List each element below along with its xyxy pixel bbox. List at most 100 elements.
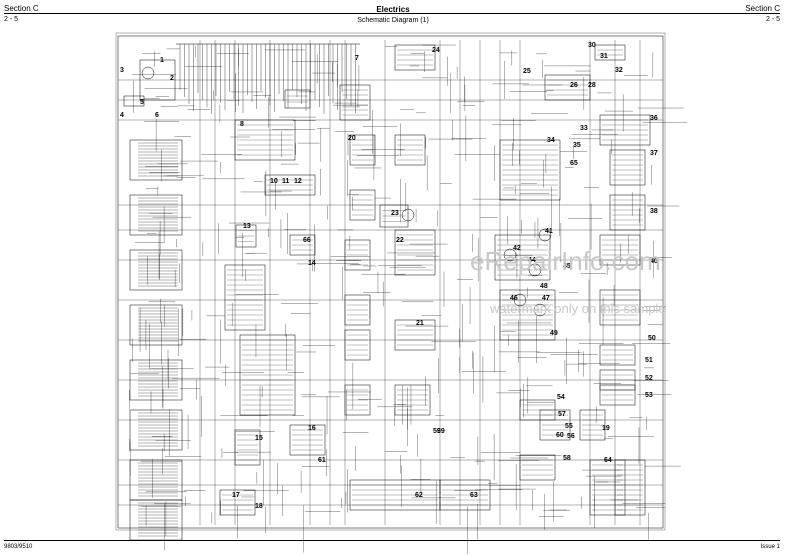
callout-38: 38 (650, 208, 658, 215)
callout-28: 28 (588, 82, 596, 89)
component-box (239, 334, 296, 416)
callout-30: 30 (588, 42, 596, 49)
callout-12: 12 (294, 178, 302, 185)
callout-34: 34 (547, 137, 555, 144)
component-box (539, 409, 571, 441)
callout-1: 1 (160, 57, 164, 64)
callout-7: 7 (355, 55, 359, 62)
component-box (284, 89, 311, 109)
component-box (235, 224, 257, 248)
motor-symbol (533, 303, 547, 317)
callout-2: 2 (170, 75, 174, 82)
component-box (394, 229, 436, 276)
callout-61: 61 (318, 457, 326, 464)
component-box (544, 74, 591, 101)
callout-52: 52 (645, 375, 653, 382)
section-label-left: Section C (4, 4, 39, 13)
component-box (394, 134, 426, 166)
component-box (599, 234, 641, 266)
component-box (289, 234, 316, 256)
callout-24: 24 (432, 47, 440, 54)
callout-48: 48 (540, 283, 548, 290)
motor-symbol (141, 66, 155, 80)
callout-57: 57 (558, 411, 566, 418)
connector-blocks (123, 44, 651, 541)
connector-block (129, 304, 183, 346)
callout-63: 63 (470, 492, 478, 499)
callout-31: 31 (600, 53, 608, 60)
callout-58: 58 (563, 455, 571, 462)
issue-label: Issue 1 (760, 544, 780, 550)
callout-35: 35 (573, 142, 581, 149)
callout-53: 53 (645, 392, 653, 399)
callout-56: 56 (567, 433, 575, 440)
connector-block (129, 139, 183, 181)
motor-symbol (503, 248, 517, 262)
connector-block (129, 359, 183, 401)
component-box (579, 409, 606, 441)
section-label-right: Section C (745, 4, 780, 13)
component-box (339, 84, 371, 121)
callout-23: 23 (391, 210, 399, 217)
callout-41: 41 (545, 228, 553, 235)
callout-66: 66 (303, 237, 311, 244)
callout-64: 64 (604, 457, 612, 464)
callout-60: 60 (556, 432, 564, 439)
callout-19: 19 (602, 425, 610, 432)
component-box (599, 114, 651, 146)
component-box (599, 289, 641, 326)
callout-13: 13 (243, 223, 251, 230)
document-code: 9803/9510 (4, 544, 33, 550)
callout-51: 51 (645, 357, 653, 364)
callout-62: 62 (415, 492, 423, 499)
watermark: eRepairInfo.com watermark only on this s… (470, 246, 666, 316)
connector-block (129, 249, 183, 291)
motor-symbol (528, 263, 542, 277)
component-box (344, 384, 371, 416)
callout-10: 10 (270, 178, 278, 185)
wiring-lines (115, 32, 687, 555)
callout-11: 11 (282, 178, 290, 185)
component-box (494, 234, 551, 281)
callout-36: 36 (650, 115, 658, 122)
callout-39: 39 (437, 428, 445, 435)
motor-symbol (513, 293, 527, 307)
callout-47: 47 (542, 295, 550, 302)
component-box (589, 459, 626, 516)
callout-14: 14 (308, 260, 316, 267)
callout-25: 25 (523, 68, 531, 75)
component-box (609, 149, 646, 186)
callout-6: 6 (155, 112, 159, 119)
component-box (123, 95, 145, 107)
callout-32: 32 (615, 67, 623, 74)
component-box (234, 429, 261, 466)
component-box (139, 59, 176, 101)
motor-symbol (538, 228, 552, 242)
callout-22: 22 (396, 237, 404, 244)
component-box (344, 329, 371, 361)
component-box (224, 264, 266, 331)
component-box (394, 319, 436, 351)
component-box (499, 289, 556, 341)
component-box (349, 189, 376, 221)
component-box (439, 479, 491, 511)
component-box (499, 139, 561, 201)
callout-5: 5 (140, 99, 144, 106)
component-box (599, 384, 636, 406)
callout-3: 3 (120, 67, 124, 74)
callout-17: 17 (232, 492, 240, 499)
component-box (394, 384, 431, 416)
callout-20: 20 (348, 135, 356, 142)
callout-33: 33 (580, 125, 588, 132)
diagram-subtitle: Schematic Diagram (1) (357, 17, 429, 24)
component-box (264, 174, 316, 196)
callout-46: 46 (510, 295, 518, 302)
connector-block (129, 194, 183, 236)
component-box (379, 204, 409, 228)
callout-15: 15 (255, 435, 263, 442)
component-box (609, 194, 646, 231)
component-box (349, 134, 376, 166)
diagram-outer-frame (115, 32, 666, 531)
callout-45: 45 (563, 263, 571, 270)
